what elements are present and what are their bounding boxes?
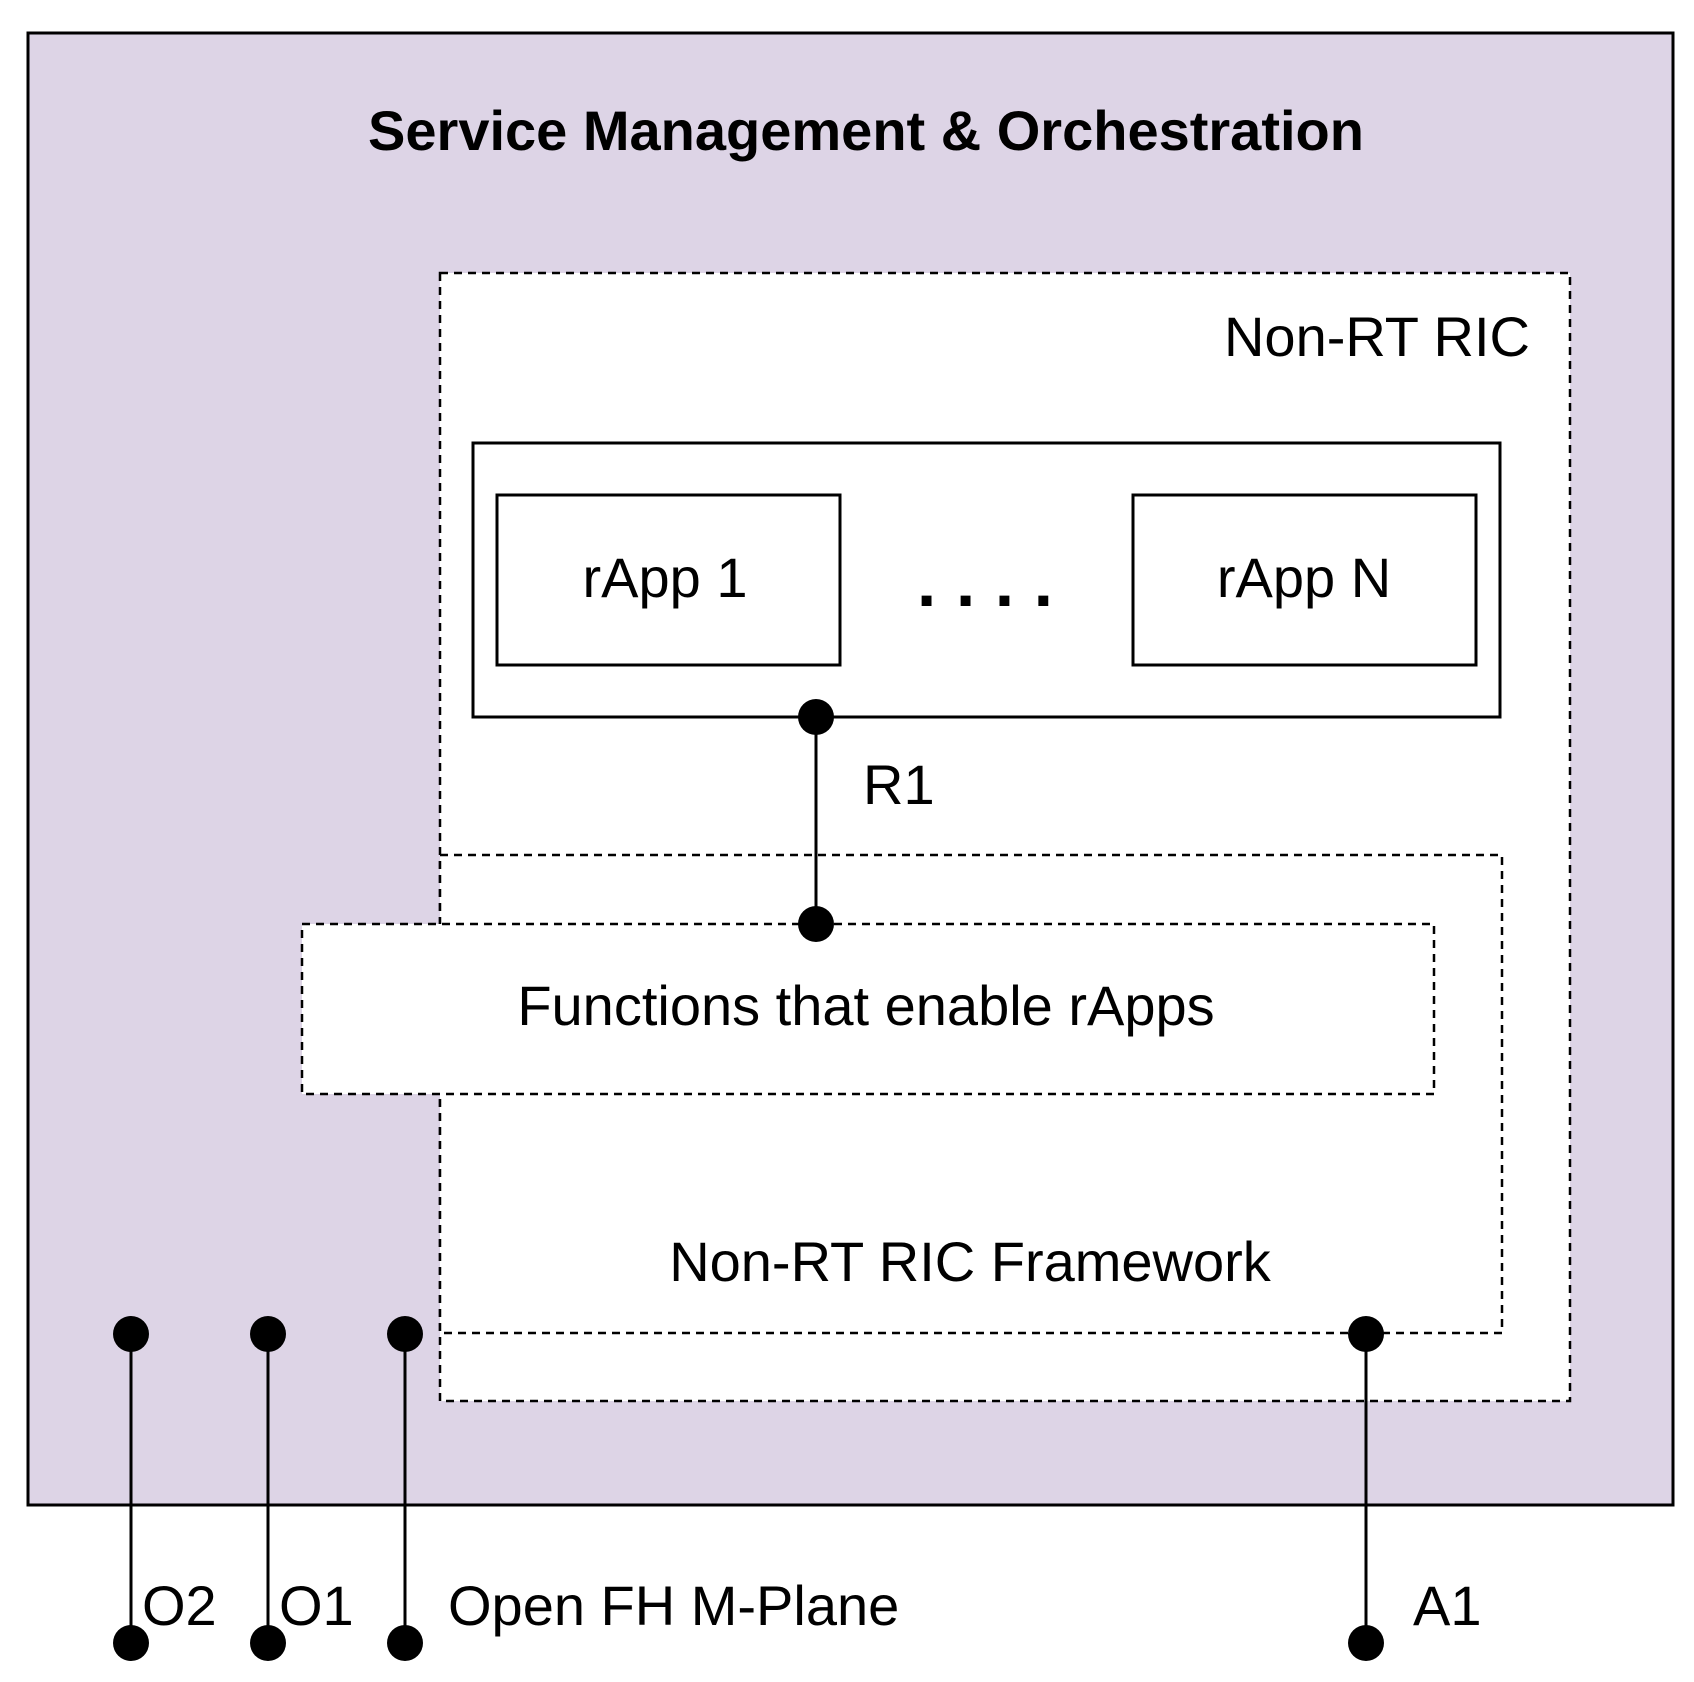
rapp-n-box	[1131, 493, 1478, 667]
o1-top-dot	[250, 1316, 286, 1352]
o2-label: O2	[142, 1574, 217, 1637]
a1-top-dot	[1348, 1316, 1384, 1352]
r1-label: R1	[863, 753, 935, 816]
rapp-1-box	[495, 493, 842, 667]
o2-bottom-dot	[113, 1625, 149, 1661]
open-fh-bottom-dot	[387, 1625, 423, 1661]
functions-label: Functions that enable rApps	[517, 974, 1214, 1037]
r1-bottom-dot	[798, 906, 834, 942]
o2-top-dot	[113, 1316, 149, 1352]
a1-bottom-dot	[1348, 1625, 1384, 1661]
rapp-n-label: rApp N	[1217, 546, 1391, 609]
rapps-ellipsis: . . . .	[917, 543, 1053, 621]
r1-top-dot	[798, 699, 834, 735]
o1-label: O1	[279, 1574, 354, 1637]
open-fh-top-dot	[387, 1316, 423, 1352]
functions-box	[300, 922, 1436, 1096]
smo-title: Service Management & Orchestration	[368, 99, 1364, 162]
rapp-1-label: rApp 1	[583, 546, 748, 609]
non-rt-ric-title: Non-RT RIC	[1224, 305, 1530, 368]
a1-label: A1	[1413, 1574, 1482, 1637]
open-fh-label: Open FH M-Plane	[448, 1574, 899, 1637]
framework-label: Non-RT RIC Framework	[669, 1230, 1272, 1293]
o1-bottom-dot	[250, 1625, 286, 1661]
